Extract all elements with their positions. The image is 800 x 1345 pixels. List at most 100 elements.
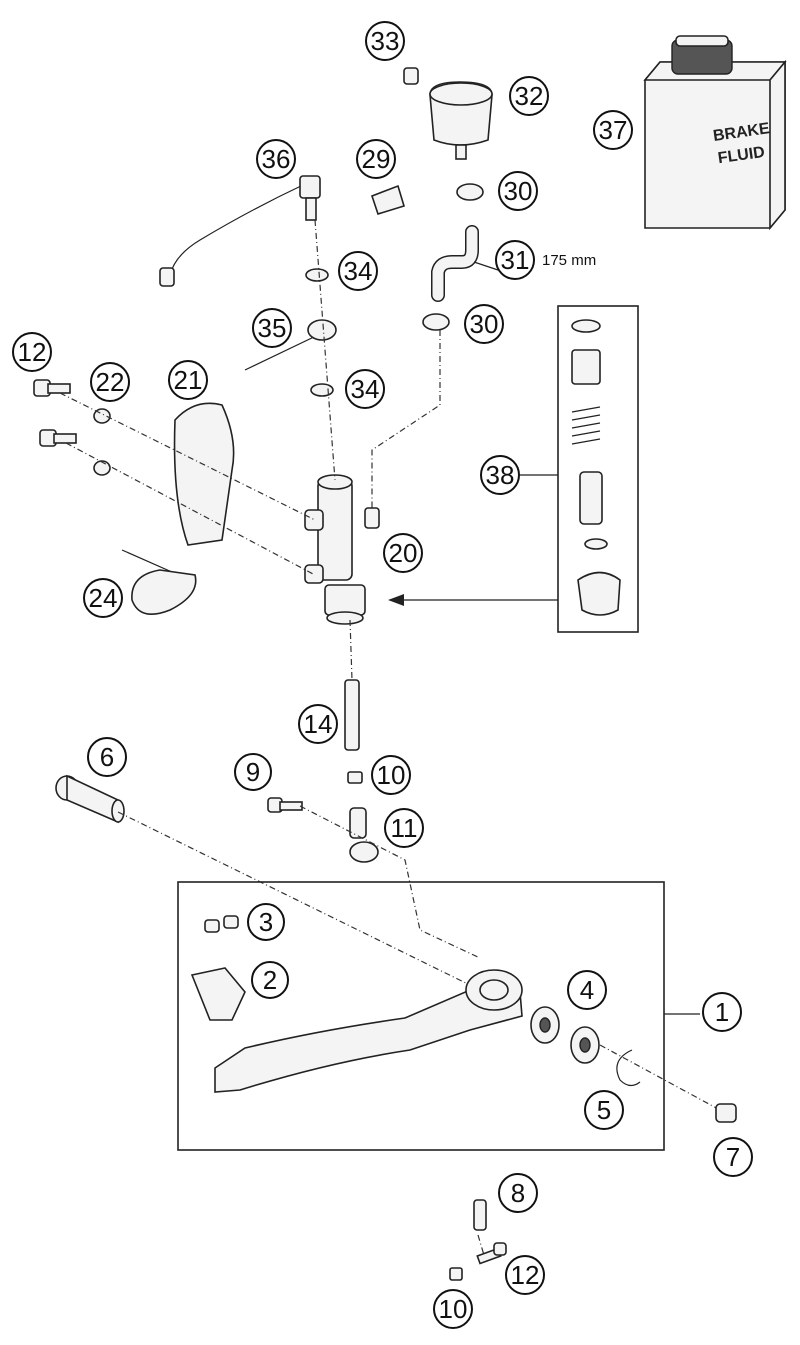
step-plate — [190, 967, 246, 1021]
svg-text:21: 21 — [174, 365, 203, 395]
callout-35: 35 — [252, 308, 292, 348]
nut-10-upper — [347, 771, 363, 784]
callout-36: 36 — [256, 139, 296, 179]
brake-hose — [431, 225, 479, 302]
can-label-fluid: FLUID — [717, 144, 766, 167]
cable-tie — [121, 549, 197, 616]
svg-text:37: 37 — [599, 115, 628, 145]
assembly-line-1 — [59, 392, 316, 521]
svg-text:2: 2 — [263, 965, 277, 995]
screw-9 — [267, 797, 303, 813]
callout-14: 14 — [298, 704, 338, 744]
callout-20: 20 — [383, 533, 423, 573]
svg-text:35: 35 — [258, 313, 287, 343]
svg-text:10: 10 — [439, 1294, 468, 1324]
svg-text:30: 30 — [504, 176, 533, 206]
circlip — [616, 1049, 641, 1087]
brake-pedal — [214, 969, 523, 1093]
assembly-line-9 — [477, 1234, 487, 1263]
svg-text:4: 4 — [580, 975, 594, 1005]
svg-text:6: 6 — [100, 742, 114, 772]
svg-text:32: 32 — [515, 81, 544, 111]
brake-line-banjo — [244, 319, 337, 371]
assembly-line-6 — [117, 811, 481, 991]
callout-7: 7 — [713, 1137, 753, 1177]
callout-31: 31 — [495, 240, 535, 280]
callout-30-lower: 30 — [464, 304, 504, 344]
callout-21: 21 — [168, 360, 208, 400]
svg-text:3: 3 — [259, 907, 273, 937]
screw-12-lower — [39, 429, 77, 447]
clevis — [349, 807, 379, 863]
hose-clamp-29 — [370, 184, 405, 215]
svg-text:7: 7 — [726, 1142, 740, 1172]
callout-34-upper: 34 — [338, 251, 378, 291]
callout-10-lower: 10 — [433, 1289, 473, 1329]
svg-text:30: 30 — [470, 309, 499, 339]
washer-34-upper — [305, 268, 329, 282]
callout-30-upper: 30 — [498, 171, 538, 211]
svg-text:36: 36 — [262, 144, 291, 174]
callout-34-lower: 34 — [345, 369, 385, 409]
leader-31 — [473, 261, 499, 271]
screw-12-bottom — [476, 1242, 507, 1265]
assembly-line-8 — [599, 1044, 721, 1111]
callout-8: 8 — [498, 1173, 538, 1213]
svg-text:24: 24 — [89, 583, 118, 613]
callout-12-upper: 12 — [12, 332, 52, 372]
svg-text:14: 14 — [304, 709, 333, 739]
nut-10-lower — [449, 1267, 463, 1281]
hose-clamp-30-upper — [456, 183, 484, 201]
callout-9: 9 — [234, 753, 272, 791]
svg-text:11: 11 — [391, 813, 418, 843]
svg-text:8: 8 — [511, 1178, 525, 1208]
svg-text:34: 34 — [351, 374, 380, 404]
assembly-line-4 — [371, 330, 441, 508]
callout-32: 32 — [509, 76, 549, 116]
svg-text:12: 12 — [18, 337, 47, 367]
callout-29: 29 — [356, 139, 396, 179]
pivot-pin — [55, 774, 125, 824]
callout-22: 22 — [90, 362, 130, 402]
callout-1: 1 — [702, 992, 742, 1032]
reservoir-cap-screw — [403, 67, 419, 85]
svg-text:34: 34 — [344, 256, 373, 286]
assembly-line-7 — [299, 805, 481, 959]
callout-12-lower: 12 — [505, 1255, 545, 1295]
svg-text:5: 5 — [597, 1095, 611, 1125]
callout-11: 11 — [384, 808, 424, 848]
washer-34-lower — [310, 383, 334, 397]
callout-24: 24 — [83, 578, 123, 618]
svg-text:10: 10 — [377, 760, 406, 790]
reservoir — [429, 81, 493, 160]
callout-10-upper: 10 — [371, 755, 411, 795]
repair-kit-parts — [571, 319, 621, 616]
master-cylinder — [304, 474, 380, 625]
hose-clamp-30-lower — [422, 313, 450, 331]
screw-12-upper — [33, 379, 71, 397]
bleed-screw — [473, 1199, 487, 1231]
brake-fluid-can: BRAKE FLUID — [643, 35, 787, 231]
callout-33: 33 — [365, 21, 405, 61]
brake-pedal-box — [177, 881, 665, 1151]
pointer-arrow-head — [388, 594, 404, 606]
svg-text:12: 12 — [511, 1260, 540, 1290]
assembly-line-5 — [349, 619, 353, 681]
screw-3 — [204, 915, 239, 933]
brake-light-switch — [159, 175, 321, 287]
callout-37: 37 — [593, 110, 633, 150]
svg-text:1: 1 — [715, 997, 729, 1027]
callout-4: 4 — [567, 970, 607, 1010]
svg-text:31: 31 — [501, 245, 530, 275]
assembly-line-3 — [314, 219, 336, 481]
heat-shield — [173, 402, 235, 546]
piston-rod — [344, 679, 360, 751]
bearings — [530, 1006, 600, 1064]
svg-text:22: 22 — [96, 367, 125, 397]
repair-kit-box — [557, 305, 639, 633]
callout-2: 2 — [251, 961, 289, 999]
svg-text:20: 20 — [389, 538, 418, 568]
svg-text:33: 33 — [371, 26, 400, 56]
svg-text:29: 29 — [362, 144, 391, 174]
